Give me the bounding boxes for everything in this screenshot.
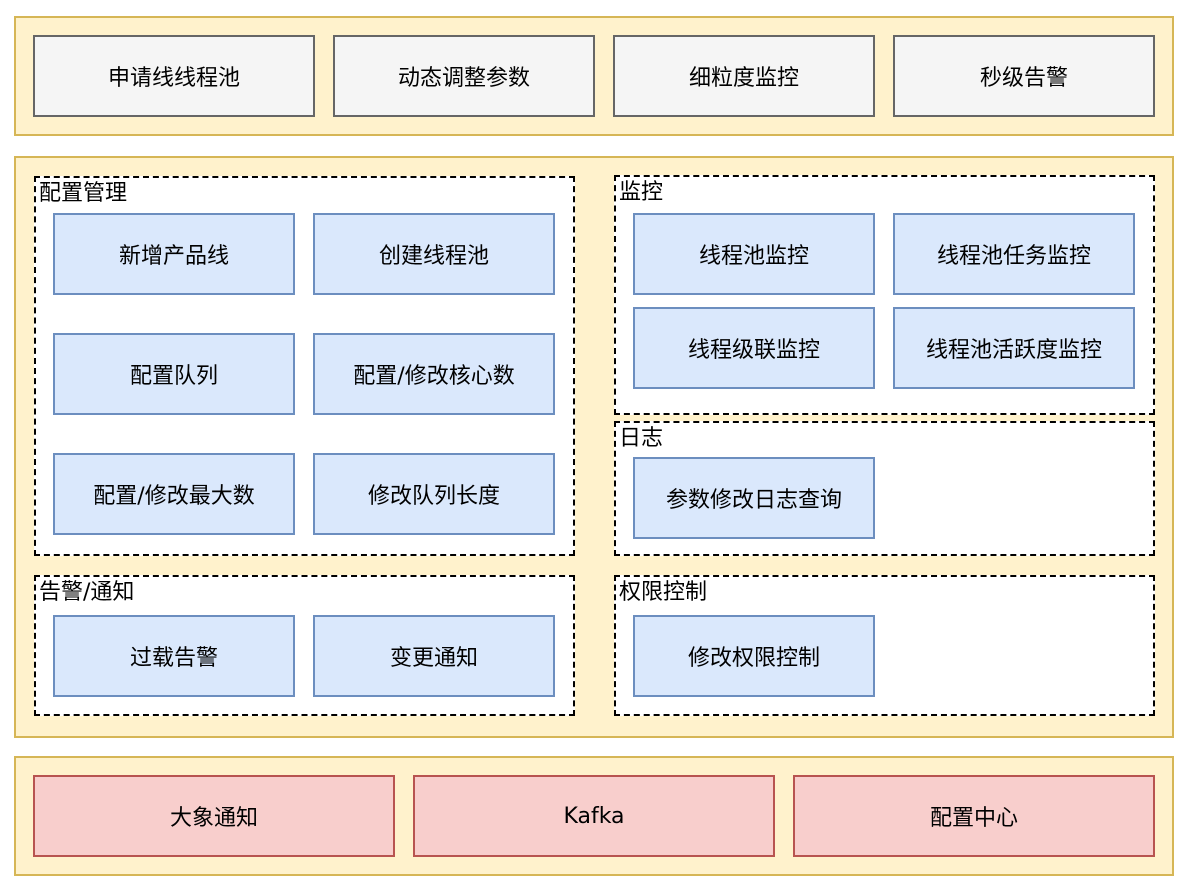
config-management-title: 配置管理 xyxy=(39,181,128,206)
monitor-title: 监控 xyxy=(619,180,664,205)
thread-cascade-monitor-box: 线程级联监控 xyxy=(633,307,875,389)
dynamic-adjust-params-box: 动态调整参数 xyxy=(333,35,595,117)
modify-permission-control-box: 修改权限控制 xyxy=(633,615,875,697)
log-title: 日志 xyxy=(619,426,664,451)
change-notify-box: 变更通知 xyxy=(313,615,555,697)
thread-pool-task-monitor-box: 线程池任务监控 xyxy=(893,213,1135,295)
fine-grained-monitor-box: 细粒度监控 xyxy=(613,35,875,117)
thread-pool-activity-monitor-box: 线程池活跃度监控 xyxy=(893,307,1135,389)
config-center-box: 配置中心 xyxy=(793,775,1155,857)
overload-alert-box: 过载告警 xyxy=(53,615,295,697)
apply-thread-pool-box: 申请线线程池 xyxy=(33,35,315,117)
param-change-log-query-box: 参数修改日志查询 xyxy=(633,457,875,539)
kafka-box: Kafka xyxy=(413,775,775,857)
config-core-size-box: 配置/修改核心数 xyxy=(313,333,555,415)
config-max-size-box: 配置/修改最大数 xyxy=(53,453,295,535)
permission-title: 权限控制 xyxy=(619,580,708,605)
config-queue-box: 配置队列 xyxy=(53,333,295,415)
second-level-alert-box: 秒级告警 xyxy=(893,35,1155,117)
elephant-notify-box: 大象通知 xyxy=(33,775,395,857)
add-product-line-box: 新增产品线 xyxy=(53,213,295,295)
modify-queue-length-box: 修改队列长度 xyxy=(313,453,555,535)
thread-pool-monitor-box: 线程池监控 xyxy=(633,213,875,295)
create-thread-pool-box: 创建线程池 xyxy=(313,213,555,295)
alert-notify-title: 告警/通知 xyxy=(39,580,135,605)
